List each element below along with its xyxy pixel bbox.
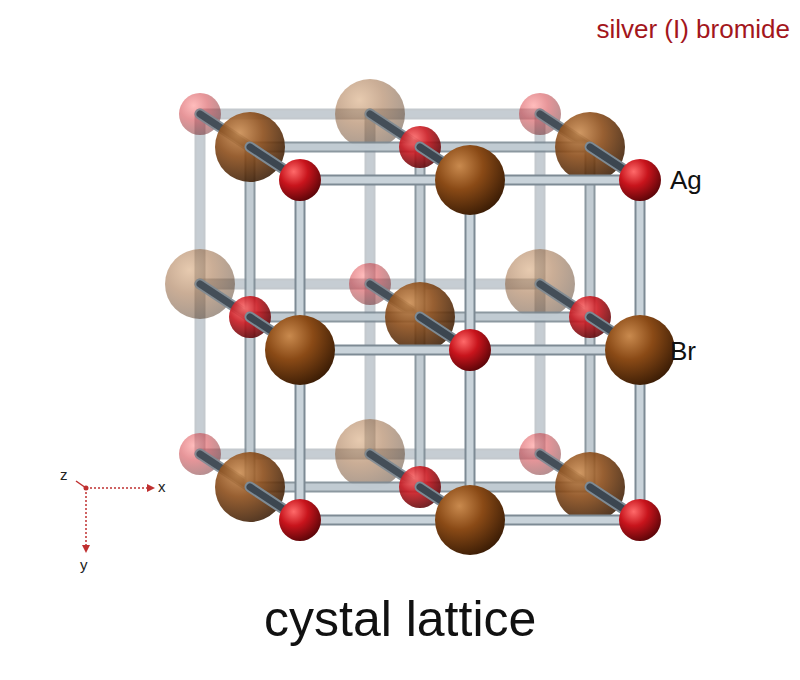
- bromine-atom: [435, 145, 505, 215]
- x-axis-line: [86, 487, 150, 489]
- x-axis-head: [147, 484, 155, 492]
- y-axis-head: [82, 545, 90, 553]
- diagram-title: silver (I) bromide: [596, 14, 790, 45]
- atom-label: Br: [670, 336, 696, 367]
- silver-atom: [449, 329, 491, 371]
- axis-label: y: [80, 556, 88, 573]
- lattice-group: [165, 79, 675, 555]
- bromine-atom: [435, 485, 505, 555]
- axis-label: x: [158, 478, 166, 495]
- silver-atom: [619, 499, 661, 541]
- axis-label: z: [60, 466, 68, 483]
- silver-atom: [279, 499, 321, 541]
- silver-atom: [279, 159, 321, 201]
- bromine-atom: [265, 315, 335, 385]
- y-axis-line: [85, 488, 87, 548]
- axis-origin: [84, 486, 89, 491]
- atom-label: Ag: [670, 165, 702, 196]
- diagram-caption: cystal lattice: [264, 590, 536, 648]
- silver-atom: [619, 159, 661, 201]
- axis-symbol: [76, 481, 155, 553]
- bromine-atom: [605, 315, 675, 385]
